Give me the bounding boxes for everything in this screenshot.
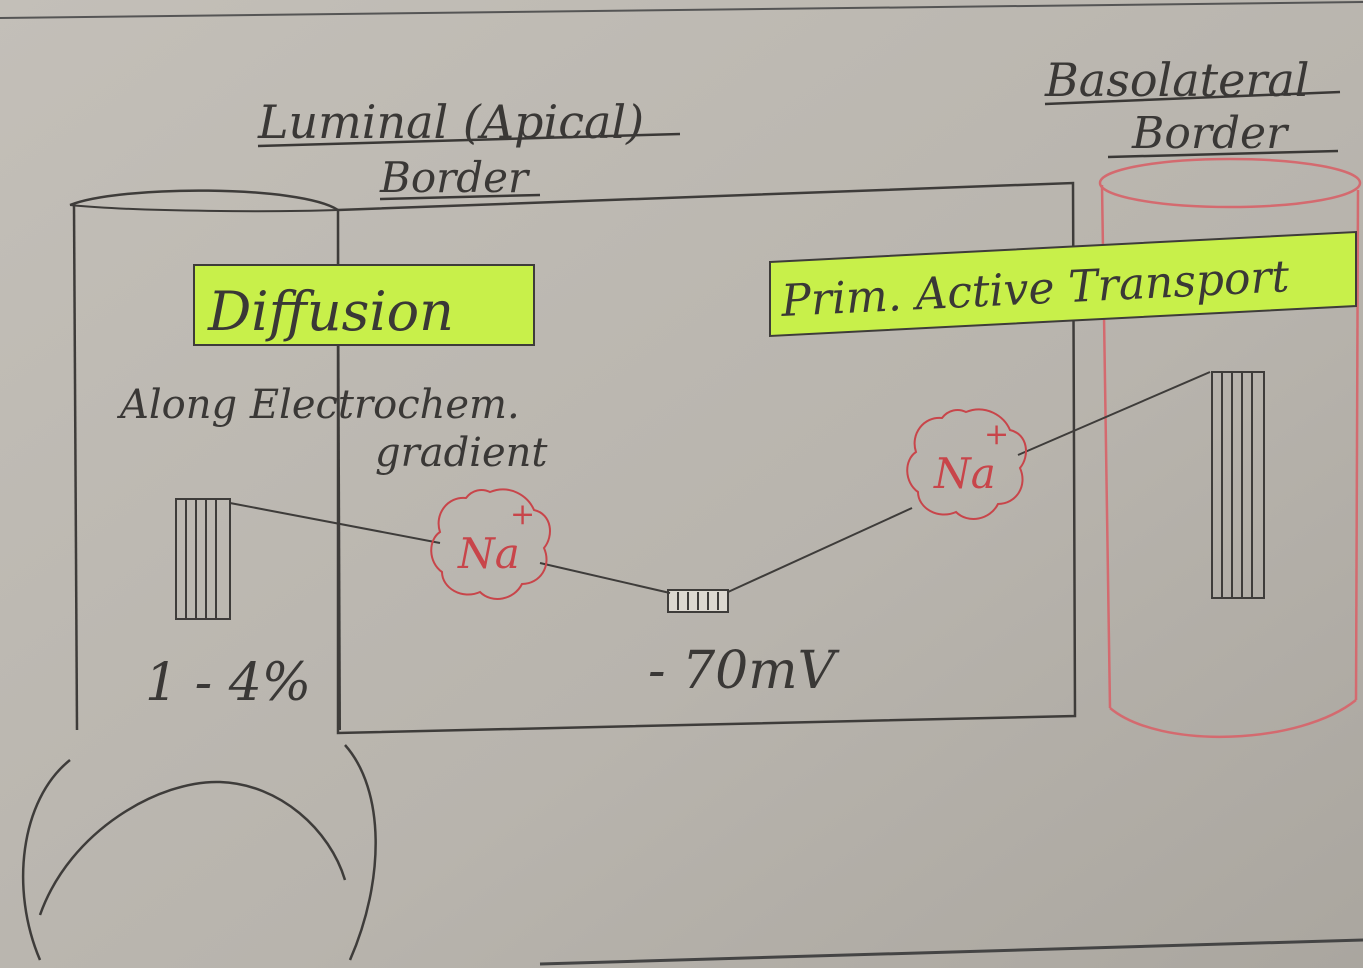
luminal-heading-line2: Border bbox=[379, 153, 531, 202]
basolateral-heading-line2: Border bbox=[1131, 108, 1290, 159]
sodium-ion-2-charge: + bbox=[984, 417, 1009, 452]
membrane-potential-label: - 70mV bbox=[648, 641, 840, 701]
sodium-ion-2-symbol: Na bbox=[933, 449, 996, 498]
sodium-ion-1-symbol: Na bbox=[457, 529, 520, 578]
membrane-potential-marker bbox=[667, 589, 729, 613]
sodium-ion-2: Na + bbox=[906, 408, 1027, 520]
paper-top-line bbox=[0, 1, 1363, 19]
gradient-note-line1: Along Electrochem. bbox=[116, 382, 520, 428]
luminal-channel-icon bbox=[175, 498, 231, 620]
paper-bottom-line bbox=[539, 938, 1363, 966]
sodium-ion-1: Na + bbox=[430, 488, 551, 600]
basolateral-pump-icon bbox=[1211, 371, 1265, 599]
path-ion1-to-marker bbox=[539, 562, 671, 594]
diffusion-highlight-box bbox=[193, 264, 535, 346]
path-marker-to-ion2 bbox=[727, 507, 913, 593]
active-transport-highlight-box bbox=[769, 230, 1357, 338]
luminal-heading-underline bbox=[257, 132, 681, 148]
luminal-tube bbox=[21, 189, 377, 961]
basolateral-heading-underline bbox=[1044, 90, 1341, 106]
luminal-heading-underline-2 bbox=[379, 193, 541, 201]
diffusion-label: Diffusion bbox=[207, 280, 454, 343]
path-ion2-to-pump bbox=[1017, 371, 1211, 456]
gradient-note-line2: gradient bbox=[375, 430, 548, 476]
basolateral-heading-underline-2 bbox=[1107, 149, 1339, 159]
sodium-ion-1-charge: + bbox=[510, 497, 535, 532]
path-channel-to-ion1 bbox=[229, 502, 441, 544]
cell-body-rectangle bbox=[336, 181, 1077, 735]
percent-label: 1 - 4% bbox=[145, 653, 311, 713]
